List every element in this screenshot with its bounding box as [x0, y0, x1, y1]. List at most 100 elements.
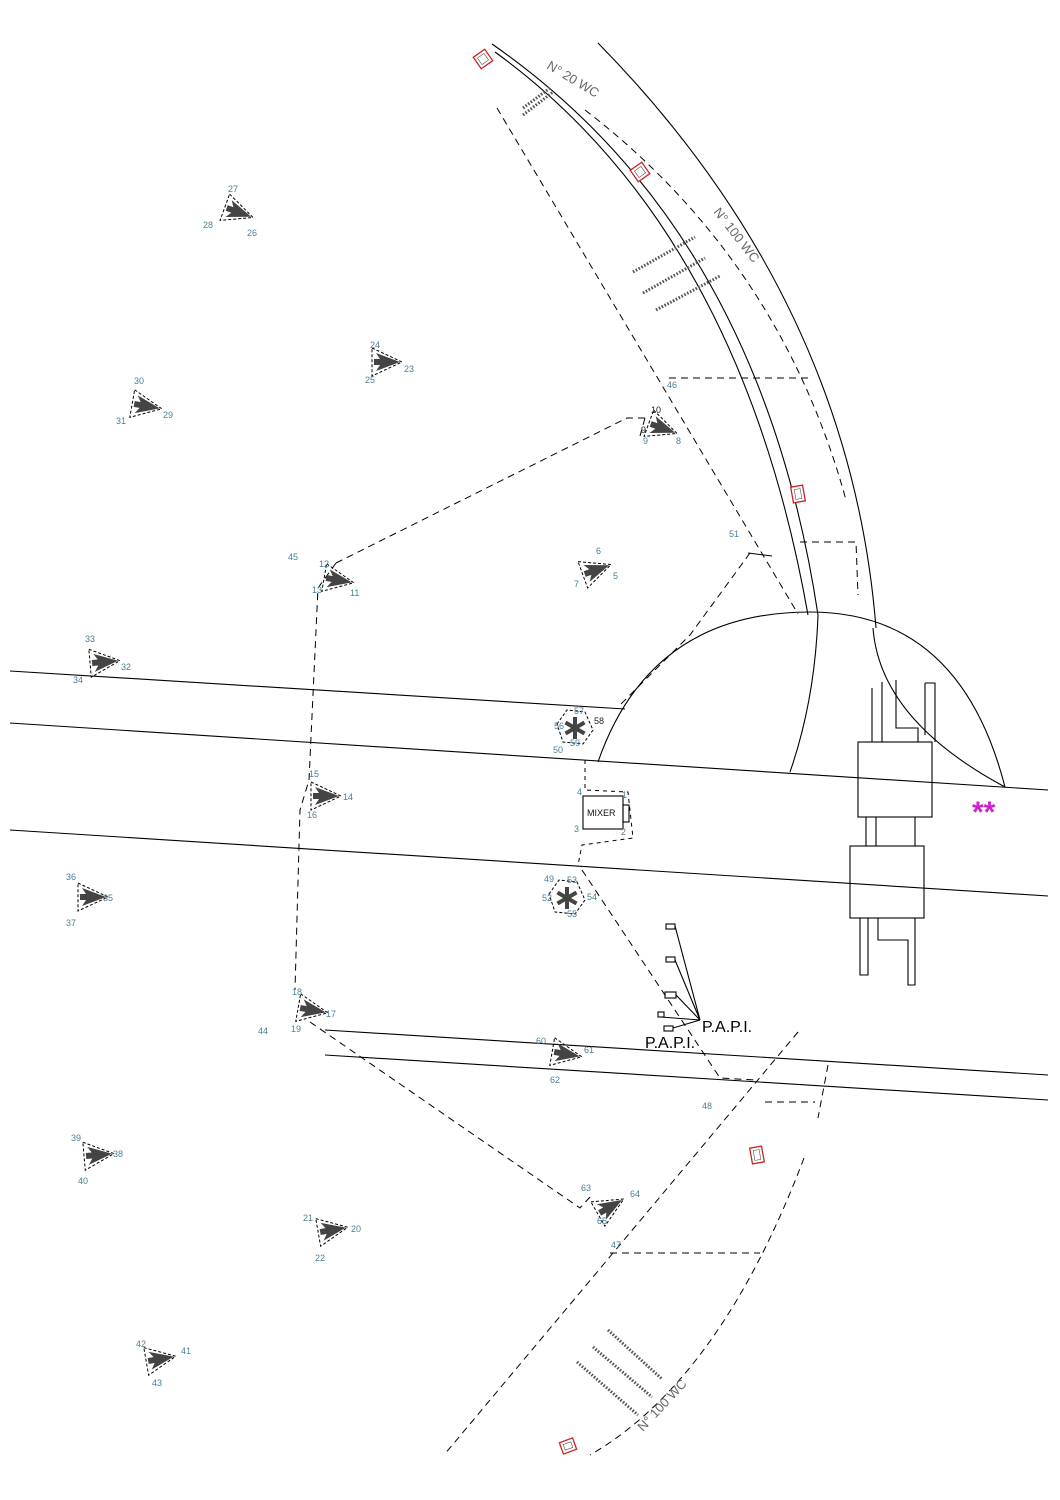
- point-labels: 1 2 3 4 5 6 7 8 9 9 10 11 12 13 14 15 16…: [66, 184, 739, 1388]
- point-label-45: 45: [288, 552, 298, 562]
- fixture-outline: [129, 388, 163, 419]
- point-label-37: 37: [66, 918, 76, 928]
- speaker-cluster: [548, 879, 586, 915]
- fixture-glyph: [371, 347, 404, 377]
- outer-arcs: [491, 42, 877, 773]
- cluster-element: [565, 900, 569, 909]
- point-label-31: 31: [116, 416, 126, 426]
- point-label-61: 61: [584, 1045, 594, 1055]
- cluster-outline: [556, 709, 594, 745]
- point-label-11: 11: [350, 588, 359, 598]
- fixture-bar: [80, 894, 98, 900]
- point-label-60: 60: [536, 1036, 546, 1046]
- fixture-bar: [225, 205, 245, 217]
- fixture-outline: [321, 562, 355, 593]
- fixture-bar: [147, 1355, 167, 1365]
- point-label-9b: 9: [643, 436, 648, 446]
- point-label-57: 57: [574, 706, 584, 716]
- fixture-outline: [82, 1141, 116, 1171]
- point-label-62: 62: [550, 1075, 560, 1085]
- papi-group: P.A.P.I. P.A.P.I.: [645, 923, 752, 1052]
- point-label-47: 47: [611, 1240, 621, 1250]
- point-label-27: 27: [228, 184, 238, 194]
- point-label-6: 6: [596, 546, 601, 556]
- fixture-glyph: [219, 193, 255, 221]
- fixture-outline: [577, 561, 613, 589]
- point-label-1: 1: [622, 790, 627, 800]
- point-label-46: 46: [667, 380, 677, 390]
- fixture-glyph: [77, 882, 110, 912]
- point-label-30: 30: [134, 376, 144, 386]
- point-label-42: 42: [136, 1339, 146, 1349]
- fixture-bar: [553, 1048, 573, 1058]
- speaker-cluster: [556, 709, 594, 745]
- point-label-29: 29: [163, 410, 173, 420]
- clusters: [548, 709, 594, 915]
- point-label-12: 12: [319, 559, 329, 569]
- point-label-56: 56: [554, 721, 564, 731]
- cluster-element: [573, 730, 577, 739]
- fixture-outline: [590, 1198, 625, 1228]
- point-label-39: 39: [71, 1133, 81, 1143]
- point-label-18: 18: [292, 987, 302, 997]
- fixture-outline: [77, 882, 110, 912]
- road-lines: [9, 670, 1049, 1101]
- point-label-9a: 9: [641, 425, 646, 435]
- dashed-routes: [294, 107, 859, 1456]
- red-marker: [558, 1437, 578, 1455]
- fixture-outline: [88, 648, 122, 678]
- fixture-glyph: [643, 409, 679, 437]
- arc-label-bottom: N° 100 WC: [634, 1376, 689, 1434]
- point-label-54: 54: [587, 892, 597, 902]
- fixture-outline: [295, 992, 329, 1023]
- fixture-outline: [371, 347, 404, 377]
- fixture-bar: [85, 1151, 105, 1160]
- stage-dome: [597, 611, 1006, 788]
- point-label-21: 21: [303, 1213, 313, 1223]
- red-markers: [472, 48, 807, 1455]
- cluster-outline: [548, 879, 586, 915]
- point-label-2: 2: [621, 827, 626, 837]
- fixture-bar: [319, 1226, 339, 1236]
- fixture-bar: [325, 574, 345, 584]
- fixture-bar: [649, 421, 669, 433]
- point-label-17: 17: [326, 1009, 336, 1019]
- point-label-19: 19: [291, 1024, 301, 1034]
- mixer-booth: MIXER: [582, 795, 630, 830]
- fixture-bar: [133, 400, 153, 410]
- point-label-44: 44: [258, 1026, 268, 1036]
- point-label-40: 40: [78, 1176, 88, 1186]
- papi-label-1: P.A.P.I.: [702, 1019, 752, 1036]
- fixture-glyph: [310, 781, 343, 811]
- fixture-glyph: [82, 1141, 116, 1171]
- fixture-glyph: [315, 1217, 349, 1248]
- cluster-hub: [563, 894, 571, 902]
- star-marker: **: [972, 796, 996, 829]
- point-label-14: 14: [343, 792, 353, 802]
- point-label-33: 33: [85, 634, 95, 644]
- fixture-bar: [374, 359, 392, 365]
- fixture-glyph: [143, 1346, 177, 1377]
- point-label-23: 23: [404, 364, 414, 374]
- point-label-51: 51: [729, 529, 739, 539]
- point-label-38: 38: [113, 1149, 123, 1159]
- red-marker: [629, 161, 651, 183]
- fixture-outline: [315, 1217, 349, 1248]
- arc-label-right: N° 100 WC: [711, 205, 763, 266]
- point-label-50: 50: [553, 745, 563, 755]
- stage-structure: [849, 680, 936, 986]
- point-label-8: 8: [676, 436, 681, 446]
- cluster-element: [573, 717, 577, 726]
- point-label-34: 34: [73, 675, 83, 685]
- point-label-63: 63: [581, 1183, 591, 1193]
- fixture-bar: [299, 1004, 319, 1014]
- fixture-bar: [91, 658, 111, 667]
- point-label-52: 52: [542, 893, 552, 903]
- fixture-glyph: [590, 1198, 625, 1228]
- fixture-bar: [598, 1201, 617, 1216]
- fixture-outline: [219, 193, 255, 221]
- cluster-hub: [571, 724, 579, 732]
- point-label-41: 41: [181, 1346, 191, 1356]
- point-label-15: 15: [309, 769, 319, 779]
- fixtures: [77, 193, 679, 1377]
